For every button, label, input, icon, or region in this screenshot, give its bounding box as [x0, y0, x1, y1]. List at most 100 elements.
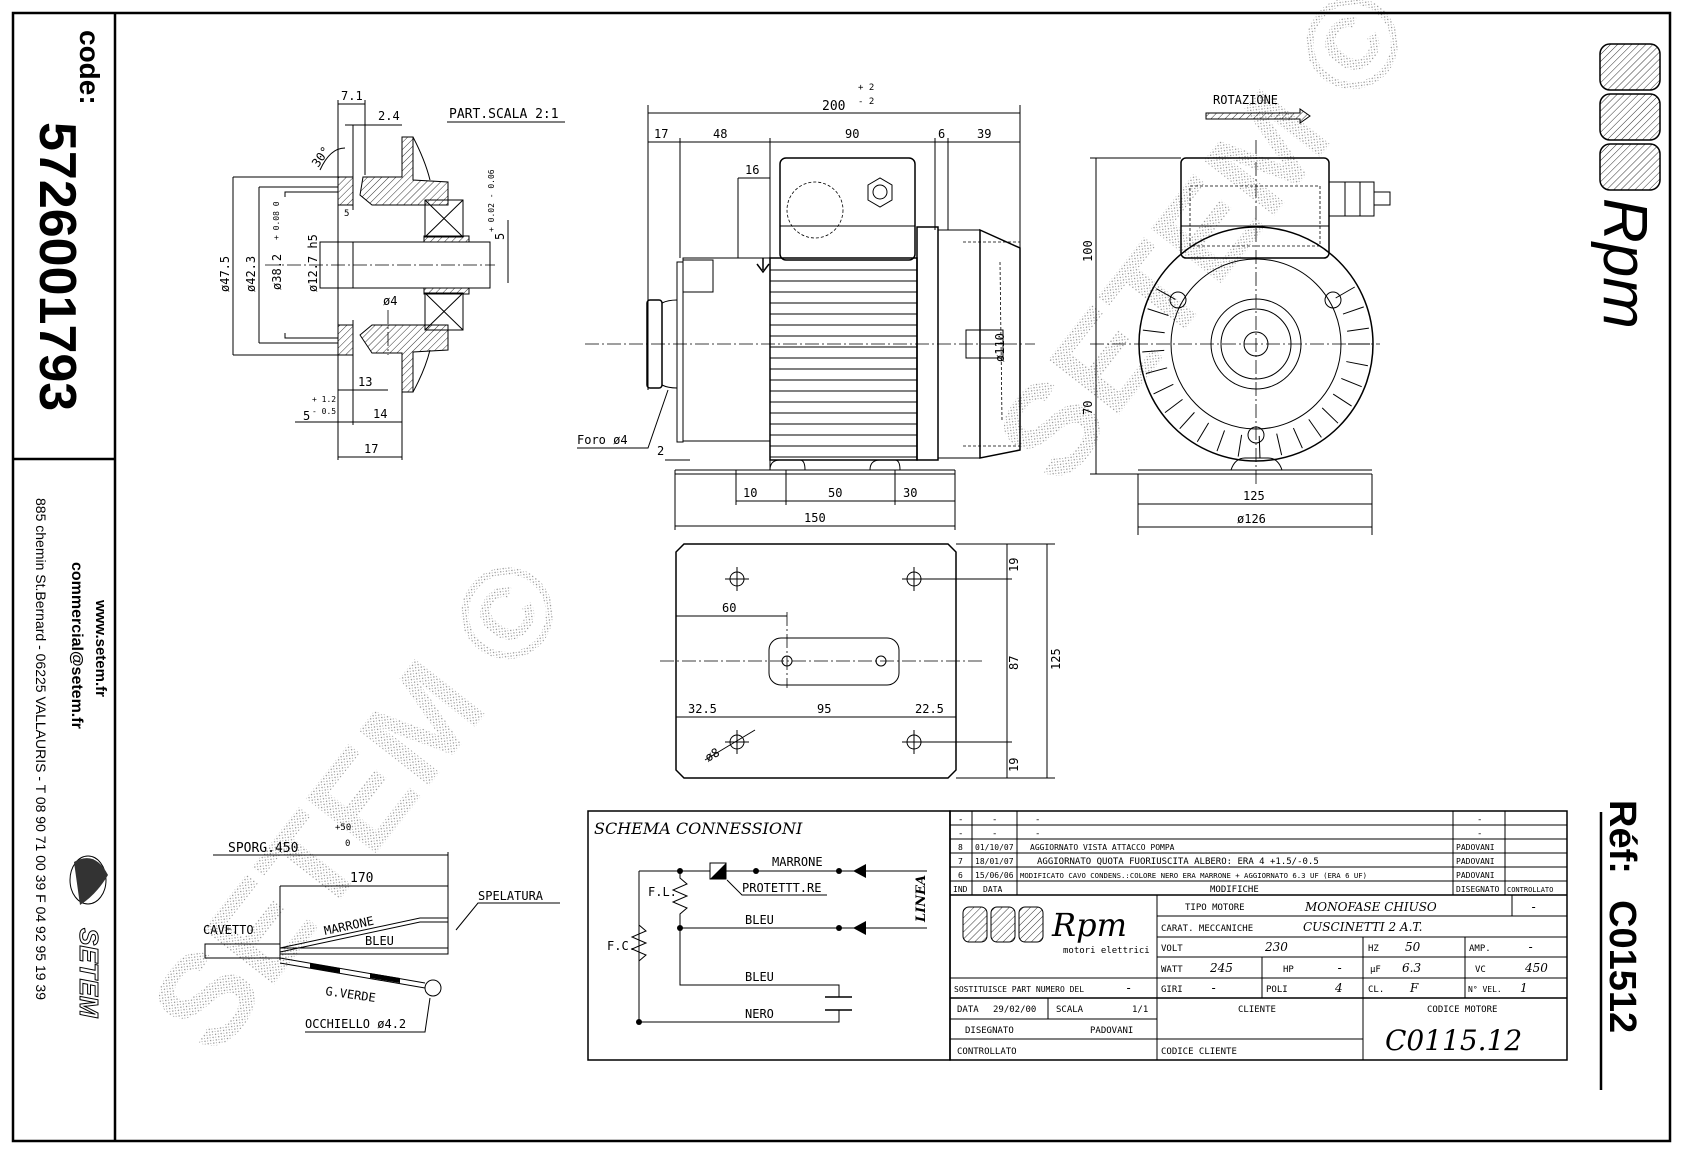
- setem-bird-wing-icon: [74, 858, 108, 905]
- dim-label: 5: [493, 233, 507, 240]
- tipo-extra: -: [1530, 900, 1537, 914]
- dim-label: 19: [1007, 758, 1021, 772]
- header-checked-by: CONTROLLATO: [1507, 886, 1553, 894]
- rev-drawn-by: -: [1477, 829, 1482, 839]
- dim-label: 2: [657, 444, 664, 458]
- drawing-frame: [11, 11, 1672, 1143]
- spelatura-label: SPELATURA: [478, 889, 544, 903]
- email-link[interactable]: commercial@setem.fr: [68, 562, 85, 729]
- header-ind: IND: [953, 885, 968, 894]
- dim-label: 32.5: [688, 702, 717, 716]
- rpm-logo-text: Rpm: [1590, 198, 1659, 329]
- dim-label: 200: [822, 99, 845, 114]
- mount-hole-icon: [902, 730, 1012, 754]
- dim-label: 2.4: [378, 109, 400, 123]
- volt-value: 230: [1264, 940, 1288, 954]
- rev-ind: 7: [958, 857, 963, 866]
- dim-label: 19: [1007, 558, 1021, 572]
- setem-bird-icon: [69, 855, 107, 905]
- cooling-fins: [770, 269, 917, 458]
- title-block: - - - - - - - - 8 01/10/07 AGGIORNATO VI…: [949, 810, 1568, 1061]
- fl-label: F.L.: [648, 885, 677, 899]
- slot: [768, 637, 900, 686]
- mount-hole-icon: [725, 567, 749, 591]
- housing-section: [359, 324, 449, 393]
- dim-label: 170: [350, 871, 373, 886]
- base-plate: [675, 543, 957, 779]
- rev-ind: 6: [958, 871, 963, 880]
- revision-row: 8 01/10/07 AGGIORNATO VISTA ATTACCO POMP…: [958, 843, 1495, 852]
- dim-label: ø8: [703, 745, 723, 764]
- dim-label: ø47.5: [218, 256, 232, 292]
- watt-value: 245: [1209, 961, 1233, 975]
- data-label: DATA: [957, 1005, 979, 1015]
- terminal-arrow-icon: [853, 864, 866, 878]
- website-link[interactable]: www.setem.fr: [92, 599, 109, 697]
- cooling-fin: [1292, 427, 1303, 449]
- dim-label: 14: [373, 407, 387, 421]
- dim-label: ø126: [1237, 512, 1266, 526]
- cooling-fin: [1321, 407, 1339, 424]
- cooling-fin: [1216, 430, 1226, 452]
- tolerance-label: 0: [345, 839, 350, 849]
- tolerance-label: + 0.08 0: [272, 201, 281, 240]
- dim-label: 87: [1007, 656, 1021, 670]
- connection-schema: SCHEMA CONNESSIONI PROTETTT.RE MARRONE F…: [587, 810, 951, 1061]
- rpm-logo: Rpm motori elettrici: [962, 906, 1150, 956]
- cooling-fin: [1308, 419, 1322, 438]
- cooling-fin: [1258, 435, 1261, 458]
- dim-label: 5: [303, 409, 310, 423]
- tipo-label: TIPO MOTORE: [1185, 903, 1245, 913]
- giri-value: -: [1210, 981, 1217, 995]
- wire-label: BLEU: [745, 970, 774, 984]
- dim-label: 60: [722, 601, 736, 615]
- rev-drawn-by: PADOVANI: [1456, 843, 1495, 852]
- product-code: 5726001793: [28, 122, 86, 411]
- right-sidebar: Rpm Réf: C01512: [1590, 43, 1661, 1090]
- setem-logo: SETEM: [69, 855, 108, 1019]
- data-value: 29/02/00: [993, 1005, 1036, 1015]
- dim-label: 39: [977, 127, 991, 141]
- rev-description: -: [1035, 815, 1040, 825]
- scala-label: SCALA: [1056, 1005, 1084, 1015]
- revision-row: - - - -: [958, 815, 1482, 825]
- pump-pulley: [646, 299, 663, 389]
- poli-value: 4: [1334, 981, 1343, 995]
- linea-label: LINEA: [914, 875, 929, 923]
- setem-logo-text: SETEM: [74, 928, 104, 1019]
- cooling-fin: [1164, 398, 1183, 414]
- wire-gverde: [279, 957, 426, 989]
- dim-label: 10: [743, 486, 757, 500]
- mount-hole-icon: [902, 567, 1012, 591]
- revision-row: 6 15/06/06 MODIFICATO CAVO CONDENS.:COLO…: [958, 871, 1495, 880]
- cooling-fin: [1347, 327, 1369, 332]
- stator-frame: [769, 257, 918, 461]
- nvel-label: N° VEL.: [1468, 985, 1502, 994]
- scala-value: 1/1: [1132, 1005, 1148, 1015]
- dim-label: 30°: [309, 144, 333, 170]
- dim-label: 6: [938, 127, 945, 141]
- wire-bleu: [279, 947, 449, 955]
- uf-value: 6.3: [1402, 961, 1421, 975]
- rev-description: AGGIORNATO QUOTA FUORIUSCITA ALBERO: ERA…: [1037, 857, 1319, 867]
- cooling-fin: [1237, 434, 1243, 457]
- rotation-arrow-icon: [1205, 108, 1311, 124]
- left-sidebar: code: 5726001793 www.setem.fr commercial…: [28, 30, 109, 1019]
- rev-date: 18/01/07: [975, 857, 1014, 866]
- vc-value: 450: [1524, 961, 1548, 975]
- cooling-fin: [1342, 306, 1364, 315]
- sostituisce-label: SOSTITUISCE PART NUMERO DEL: [954, 985, 1084, 994]
- company-address: 885 chemin St.Bernard - 06225 VALLAURIS …: [33, 498, 49, 1000]
- cooling-fin: [1335, 286, 1355, 299]
- watermark-text: SETEM ©: [967, 0, 1439, 507]
- codice-cliente-label: CODICE CLIENTE: [1161, 1047, 1237, 1057]
- cooling-fin: [1142, 349, 1165, 353]
- arrow-down-icon: [756, 258, 770, 274]
- vc-label: VC: [1475, 965, 1486, 975]
- rev-date: 15/06/06: [975, 871, 1014, 880]
- rev-drawn-by: PADOVANI: [1456, 857, 1495, 866]
- tolerance-label: - 0.5: [312, 407, 336, 416]
- dim-label: ø110: [993, 333, 1007, 362]
- wire-label: BLEU: [365, 934, 394, 948]
- cooling-fin: [1346, 361, 1369, 367]
